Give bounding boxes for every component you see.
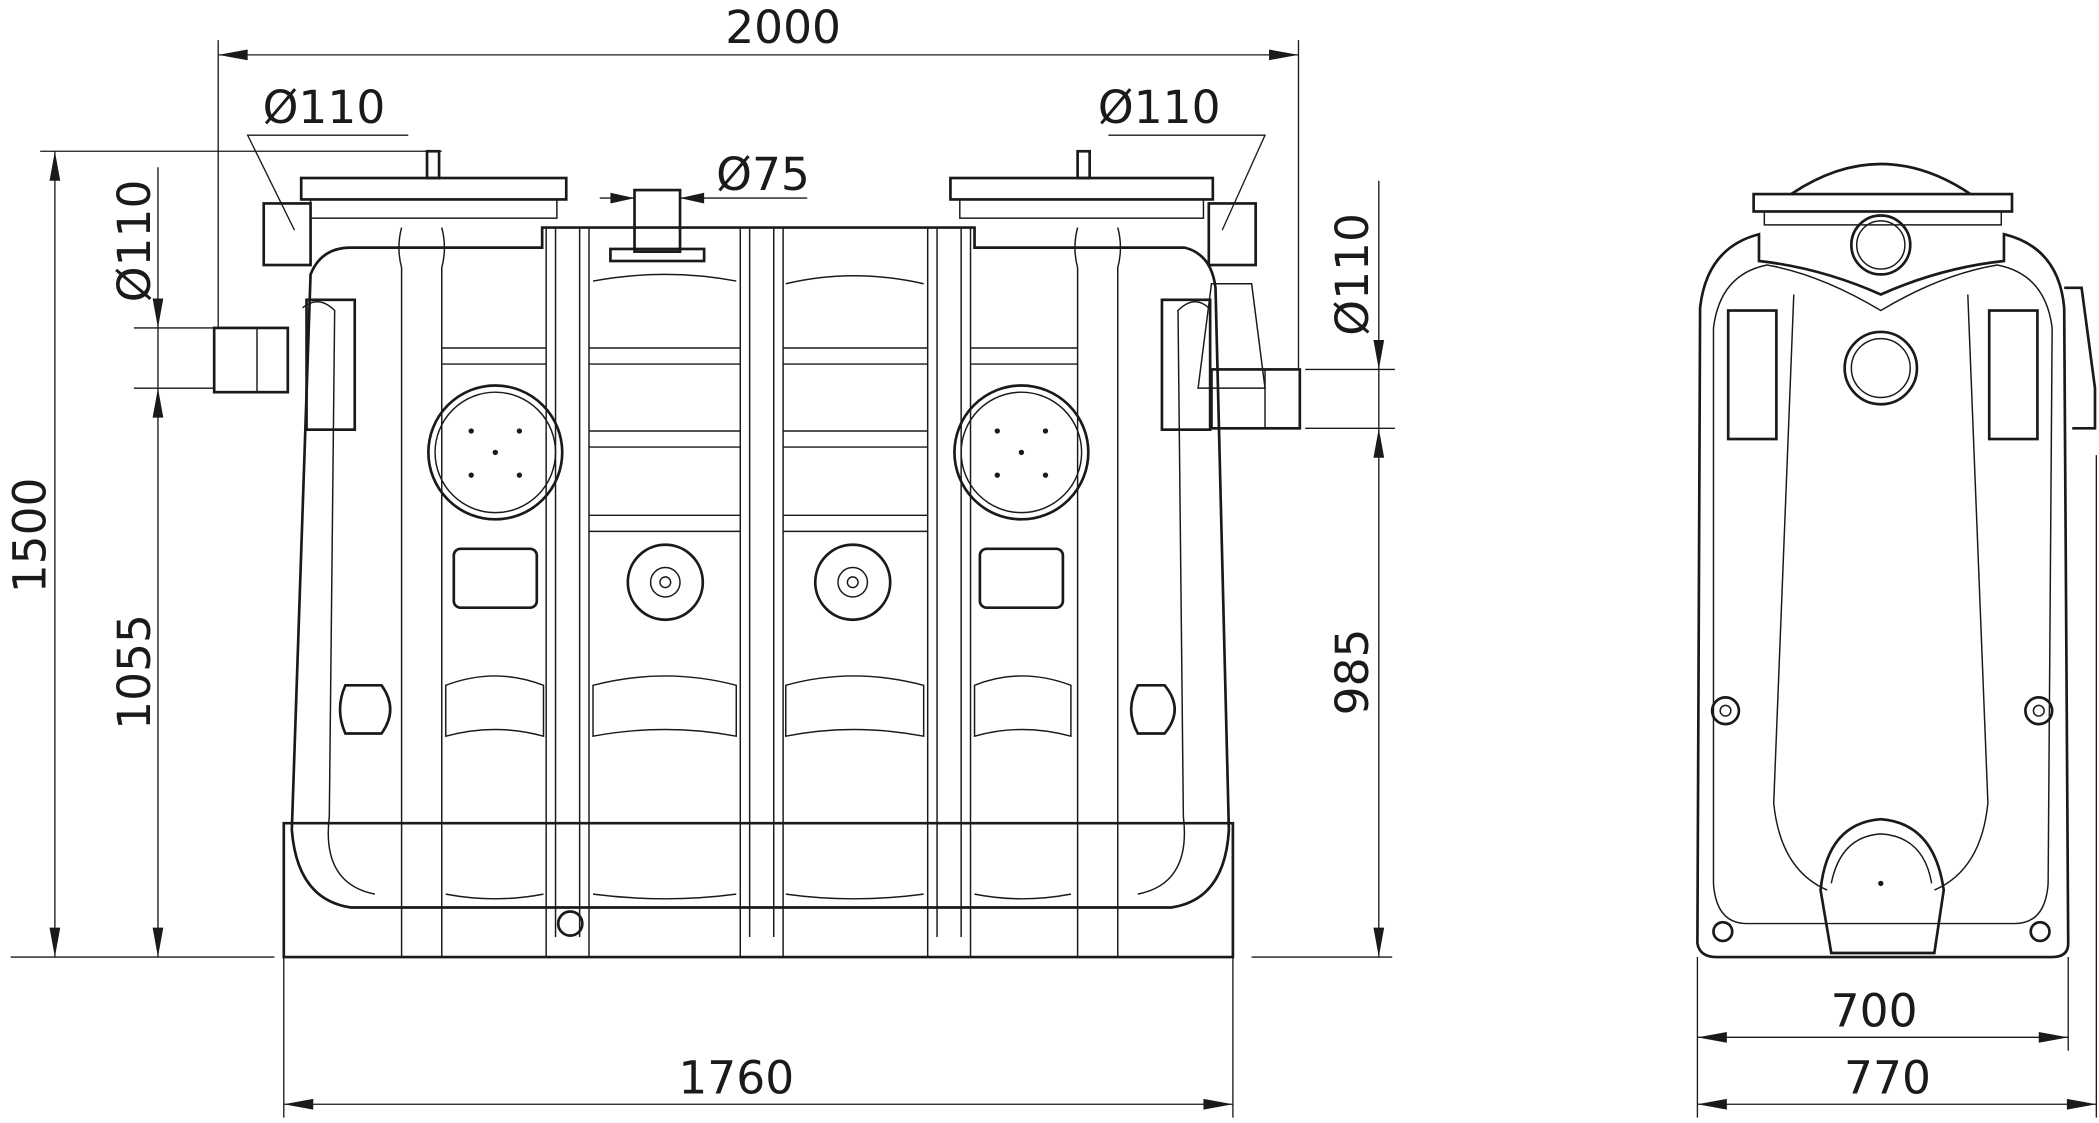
base-length-label: 1760 bbox=[678, 1052, 794, 1105]
outlet-chamber-port bbox=[953, 384, 1090, 521]
side-lid bbox=[1752, 192, 2014, 213]
overall-height-label: 1500 bbox=[4, 478, 57, 594]
overall-length-label: 2000 bbox=[725, 1, 841, 54]
side-base-width-label: 700 bbox=[1831, 985, 1918, 1038]
leader-inlet-pipe: Ø110 bbox=[246, 81, 409, 231]
middle-port-right bbox=[813, 543, 892, 622]
outlet-upper-socket bbox=[1207, 202, 1257, 267]
side-top-port bbox=[1850, 214, 1912, 276]
side-view-tank bbox=[1696, 162, 2097, 959]
side-body-outline bbox=[1696, 232, 2070, 959]
side-middle-port bbox=[1843, 330, 1919, 406]
inlet-pipe bbox=[212, 326, 290, 394]
dimension-overall-length: 2000 bbox=[217, 1, 1300, 369]
dimension-side-base-width: 700 bbox=[1696, 957, 2069, 1118]
label-plate-left bbox=[452, 547, 539, 610]
label-plate-right bbox=[978, 547, 1065, 610]
inlet-pipe-side-label: Ø110 bbox=[108, 180, 161, 303]
side-lid-dome bbox=[1790, 162, 1972, 196]
outlet-height-label: 985 bbox=[1326, 628, 1379, 715]
outlet-pipe-label: Ø110 bbox=[1098, 81, 1221, 134]
outlet-pipe bbox=[1210, 368, 1302, 430]
vent-pipe bbox=[633, 188, 682, 253]
dimension-inlet-height: 1055 Ø110 bbox=[108, 167, 215, 958]
horizontal-bands bbox=[441, 273, 1078, 900]
tank-body-outline bbox=[290, 226, 1231, 909]
vertical-ribs bbox=[398, 227, 1122, 958]
dimension-side-overall-width: 770 bbox=[1697, 455, 2097, 1118]
dimension-overall-height: 1500 bbox=[4, 150, 442, 958]
inlet-height-label: 1055 bbox=[108, 614, 161, 730]
side-sump bbox=[1819, 817, 1946, 955]
vent-pipe-label: Ø75 bbox=[716, 148, 810, 201]
dimension-outlet-height: 985 Ø110 bbox=[1251, 180, 1395, 958]
leader-outlet-pipe: Ø110 bbox=[1098, 81, 1267, 231]
inlet-pipe-label: Ø110 bbox=[263, 81, 386, 134]
leader-vent-pipe: Ø75 bbox=[599, 148, 810, 204]
outlet-pipe-side-label: Ø110 bbox=[1326, 213, 1379, 336]
outlet-turret-lid bbox=[949, 176, 1215, 201]
middle-port-left bbox=[626, 543, 705, 622]
inlet-chamber-port bbox=[427, 384, 564, 521]
inlet-turret-lid bbox=[299, 176, 568, 201]
dimension-base-length: 1760 bbox=[283, 957, 1234, 1118]
side-overall-width-label: 770 bbox=[1844, 1052, 1931, 1105]
tank-base bbox=[282, 821, 1235, 959]
inlet-upper-socket bbox=[262, 202, 312, 267]
drain-plug bbox=[556, 910, 584, 937]
front-view-tank bbox=[212, 149, 1302, 959]
